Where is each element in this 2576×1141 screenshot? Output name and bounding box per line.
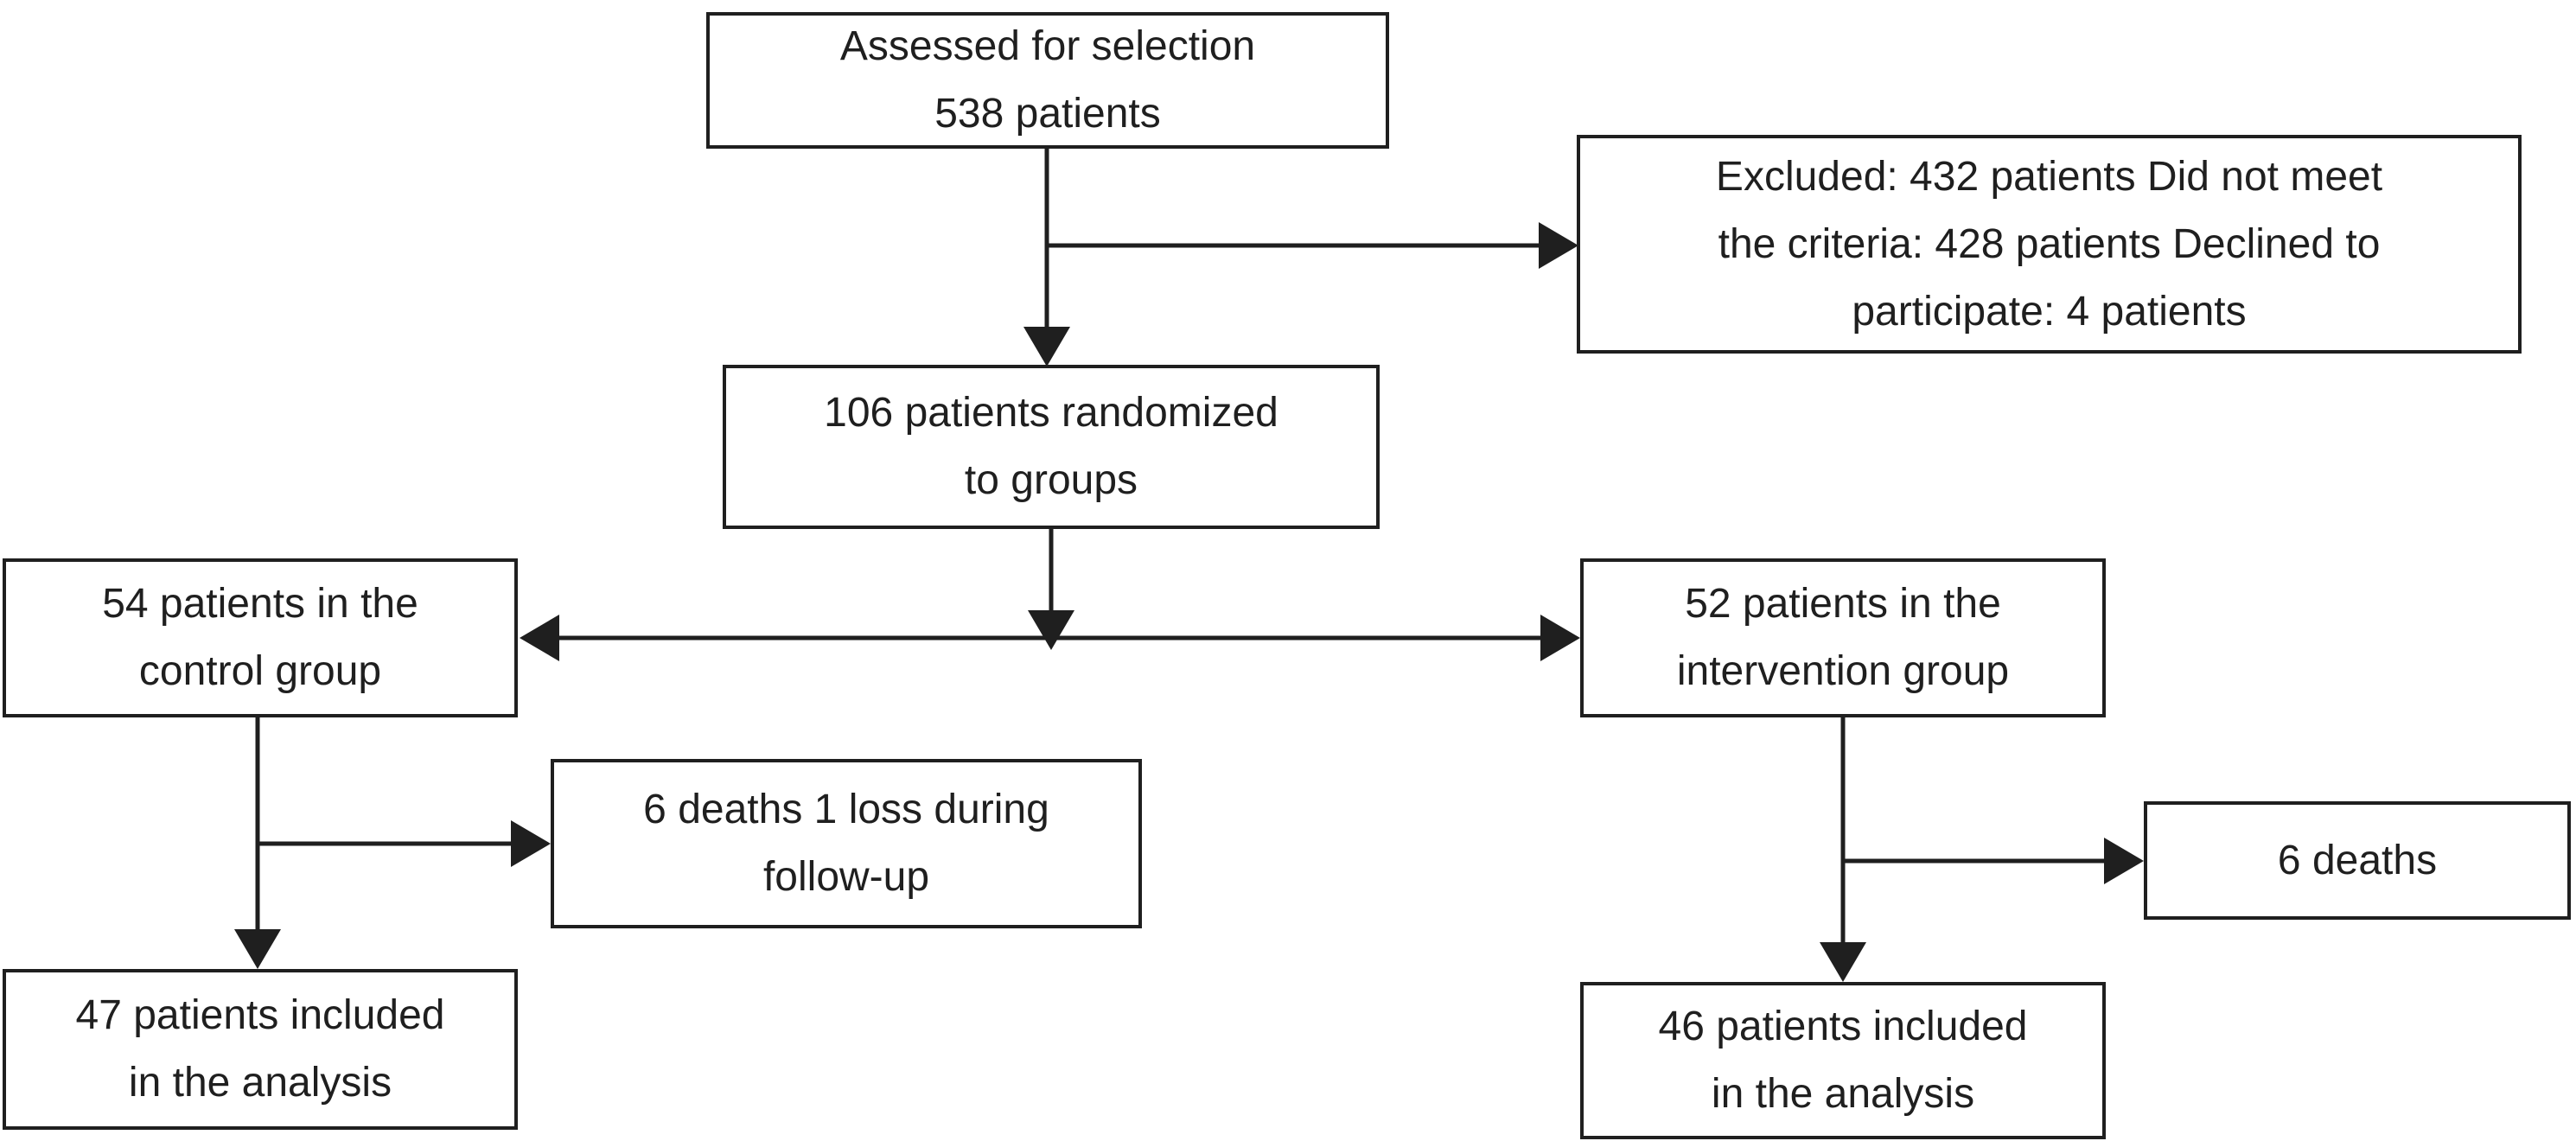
node-control-analyzed: 47 patients included in the analysis <box>3 969 518 1130</box>
node-control-group-line: control group <box>138 648 382 694</box>
node-intervention-group-line: intervention group <box>1676 648 2010 694</box>
node-assessed-line: Assessed for selection <box>839 23 1256 69</box>
node-excluded-line: the criteria: 428 patients Declined to <box>1718 220 2381 267</box>
arrow-assessed-to-randomized <box>1023 149 1070 367</box>
node-excluded-line: Excluded: 432 patients Did not meet <box>1715 153 2383 200</box>
arrow-assessed-to-excluded <box>1047 222 1578 269</box>
node-control-group-line: 54 patients in the <box>102 581 418 627</box>
node-excluded-line: participate: 4 patients <box>1852 288 2247 335</box>
node-randomized-line: 106 patients randomized <box>824 390 1278 436</box>
node-assessed: Assessed for selection 538 patients <box>706 12 1389 149</box>
node-intervention-attrition-line: 6 deaths <box>2277 837 2438 883</box>
node-control-group: 54 patients in the control group <box>3 558 518 717</box>
node-intervention-group: 52 patients in the intervention group <box>1580 558 2106 717</box>
arrow-intervention-to-analyzed <box>1820 717 1866 982</box>
node-randomized: 106 patients randomized to groups <box>723 365 1380 529</box>
arrow-control-to-analyzed <box>234 717 281 969</box>
node-excluded: Excluded: 432 patients Did not meet the … <box>1577 135 2522 354</box>
node-control-analyzed-line: 47 patients included <box>75 992 445 1038</box>
node-intervention-analyzed-line: in the analysis <box>1711 1071 1975 1117</box>
arrow-control-to-attrition <box>258 820 551 867</box>
node-control-attrition-line: follow-up <box>762 854 930 900</box>
node-intervention-analyzed: 46 patients included in the analysis <box>1580 982 2106 1139</box>
node-control-attrition: 6 deaths 1 loss during follow-up <box>551 759 1142 928</box>
node-intervention-analyzed-line: 46 patients included <box>1658 1004 2028 1049</box>
arrow-randomized-to-split <box>1028 529 1074 650</box>
node-assessed-line: 538 patients <box>934 91 1161 137</box>
node-intervention-group-line: 52 patients in the <box>1685 581 2001 627</box>
node-control-analyzed-line: in the analysis <box>128 1060 392 1106</box>
node-intervention-attrition: 6 deaths <box>2144 801 2571 920</box>
node-randomized-line: to groups <box>964 457 1138 503</box>
arrow-split-to-groups <box>520 615 1580 661</box>
arrow-intervention-to-attrition <box>1843 838 2144 884</box>
node-control-attrition-line: 6 deaths 1 loss during <box>643 787 1049 832</box>
